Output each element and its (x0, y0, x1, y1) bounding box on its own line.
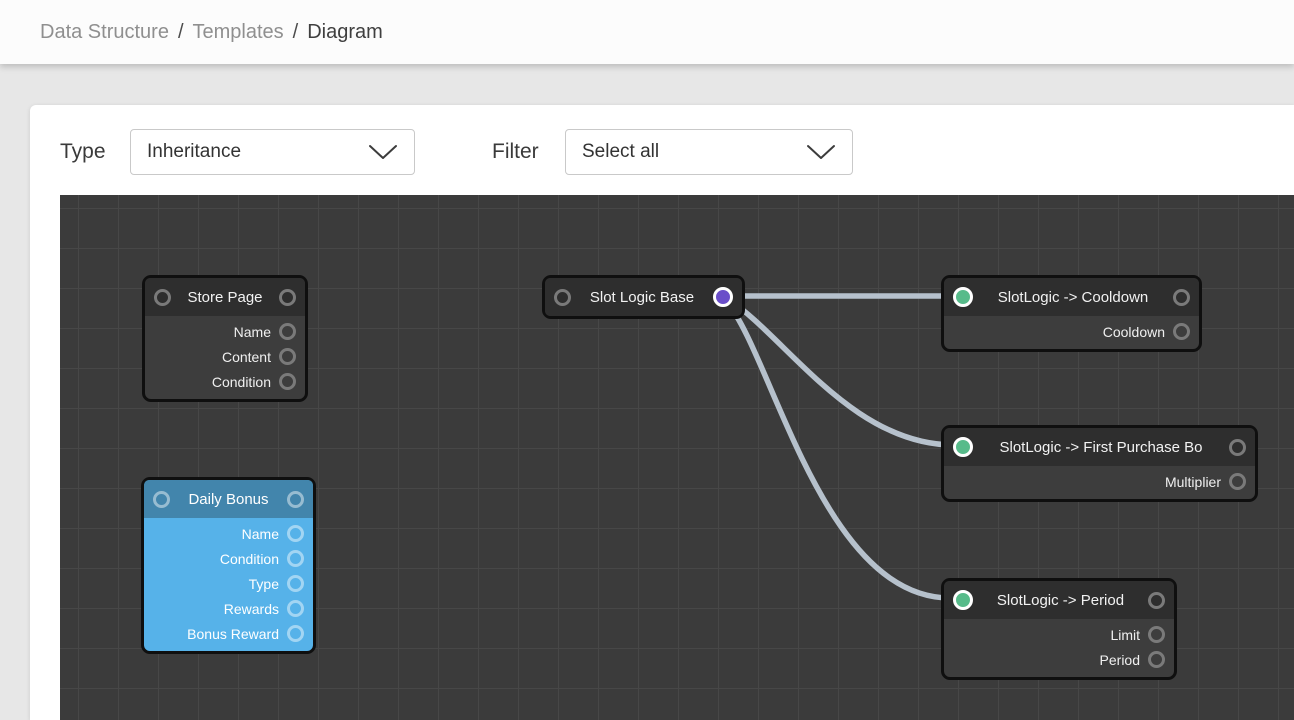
node-row: Limit (944, 622, 1174, 647)
breadcrumb-templates[interactable]: Templates (192, 20, 284, 43)
top-bar: Data Structure / Templates / Diagram (0, 0, 1294, 64)
row-port[interactable] (287, 575, 304, 592)
breadcrumb-separator: / (292, 20, 299, 43)
type-select-value: Inheritance (147, 141, 242, 162)
diagram-canvas[interactable]: Store Page Name Content Condition (60, 195, 1294, 720)
row-port[interactable] (287, 600, 304, 617)
output-port[interactable] (279, 288, 296, 306)
node-header: Store Page (145, 278, 305, 316)
node-title: Slot Logic Base (589, 288, 695, 306)
node-row: Name (144, 521, 313, 546)
node-row: Cooldown (944, 319, 1199, 344)
node-row: Type (144, 571, 313, 596)
output-port-connected[interactable] (713, 287, 733, 307)
filter-select[interactable]: Select all (565, 129, 853, 175)
node-header: SlotLogic -> Cooldown (944, 278, 1199, 316)
node-store-page[interactable]: Store Page Name Content Condition (142, 275, 308, 402)
output-port[interactable] (287, 490, 304, 508)
input-port-connected[interactable] (953, 287, 973, 307)
row-label: Period (1099, 651, 1140, 668)
node-header: Slot Logic Base (545, 278, 742, 316)
breadcrumb-diagram: Diagram (307, 20, 383, 43)
row-label: Name (241, 525, 279, 542)
output-port[interactable] (1229, 438, 1246, 456)
row-label: Cooldown (1102, 323, 1165, 340)
row-port[interactable] (287, 625, 304, 642)
connection-slotlogicbase-period[interactable] (723, 298, 953, 601)
filter-label: Filter (492, 140, 539, 163)
output-port[interactable] (1173, 288, 1190, 306)
node-row: Period (944, 647, 1174, 672)
node-slotlogic-period[interactable]: SlotLogic -> Period Limit Period (941, 578, 1177, 680)
row-label: Limit (1110, 626, 1140, 643)
node-body: Name Condition Type Rewards Bonus Reward (144, 518, 313, 651)
node-row: Condition (145, 369, 305, 394)
row-label: Type (248, 575, 279, 592)
input-port-connected[interactable] (953, 590, 973, 610)
input-port[interactable] (153, 490, 170, 508)
node-row: Bonus Reward (144, 621, 313, 646)
row-port[interactable] (1148, 626, 1165, 643)
node-slotlogic-first-purchase[interactable]: SlotLogic -> First Purchase Bo Multiplie… (941, 425, 1258, 502)
node-row: Multiplier (944, 469, 1255, 494)
row-port[interactable] (287, 525, 304, 542)
output-port[interactable] (1148, 591, 1165, 609)
node-header: SlotLogic -> Period (944, 581, 1174, 619)
node-title: Daily Bonus (188, 490, 269, 508)
node-title: Store Page (187, 288, 263, 306)
node-body: Name Content Condition (145, 316, 305, 399)
breadcrumb-data-structure[interactable]: Data Structure (40, 20, 169, 43)
input-port-connected[interactable] (953, 437, 973, 457)
breadcrumb-separator: / (177, 20, 184, 43)
node-row: Rewards (144, 596, 313, 621)
connections-layer (722, 293, 961, 601)
row-port[interactable] (279, 373, 296, 390)
chevron-down-icon (807, 145, 835, 159)
input-port[interactable] (554, 288, 571, 306)
node-row: Content (145, 344, 305, 369)
row-port[interactable] (1173, 323, 1190, 340)
node-title: SlotLogic -> Cooldown (997, 288, 1149, 306)
node-body: Multiplier (944, 466, 1255, 499)
row-label: Multiplier (1164, 473, 1221, 490)
row-label: Name (233, 323, 271, 340)
node-title: SlotLogic -> Period (996, 591, 1125, 609)
row-port[interactable] (1229, 473, 1246, 490)
connection-slotlogicbase-firstpurchase[interactable] (725, 296, 957, 448)
content-card: Type Inheritance Filter Select all Store… (30, 105, 1294, 720)
node-body: Limit Period (944, 619, 1174, 677)
row-label: Rewards (223, 600, 279, 617)
node-slotlogic-cooldown[interactable]: SlotLogic -> Cooldown Cooldown (941, 275, 1202, 352)
row-label: Bonus Reward (187, 625, 279, 642)
breadcrumb: Data Structure / Templates / Diagram (40, 0, 383, 64)
row-port[interactable] (287, 550, 304, 567)
row-port[interactable] (279, 348, 296, 365)
type-label: Type (60, 140, 106, 163)
filter-select-value: Select all (582, 141, 660, 162)
chevron-down-icon (369, 145, 397, 159)
row-port[interactable] (279, 323, 296, 340)
node-title: SlotLogic -> First Purchase Bo (999, 438, 1203, 456)
row-label: Condition (219, 550, 279, 567)
input-port[interactable] (154, 288, 171, 306)
type-select[interactable]: Inheritance (130, 129, 415, 175)
node-row: Condition (144, 546, 313, 571)
node-daily-bonus[interactable]: Daily Bonus Name Condition Type Rewards (141, 477, 316, 654)
node-body: Cooldown (944, 316, 1199, 349)
node-header: Daily Bonus (144, 480, 313, 518)
node-header: SlotLogic -> First Purchase Bo (944, 428, 1255, 466)
row-port[interactable] (1148, 651, 1165, 668)
row-label: Content (221, 348, 271, 365)
node-row: Name (145, 319, 305, 344)
node-slot-logic-base[interactable]: Slot Logic Base (542, 275, 745, 319)
row-label: Condition (211, 373, 271, 390)
